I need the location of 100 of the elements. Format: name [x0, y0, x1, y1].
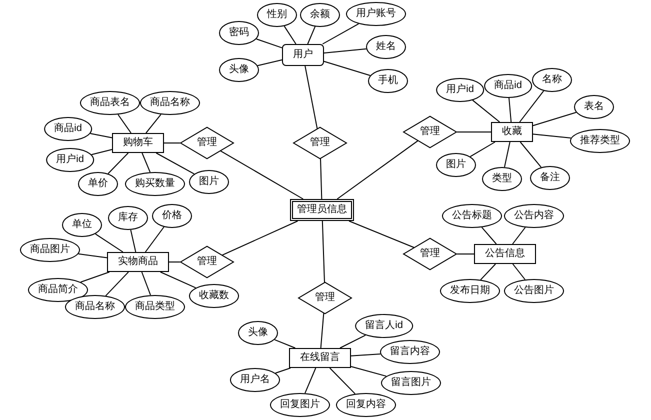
connector-line [512, 264, 526, 280]
connector-line [304, 368, 316, 394]
attribute-ellipse: 密码 [219, 21, 259, 45]
connector-line [156, 152, 195, 174]
connector-line [519, 90, 544, 122]
entity-box: 管理员信息 [290, 199, 354, 221]
attribute-ellipse: 公告标题 [442, 204, 502, 228]
relationship-diamond: 管理 [403, 116, 457, 148]
connector-line [320, 312, 324, 348]
relationship-diamond: 管理 [403, 238, 457, 270]
relationship-diamond: 管理 [180, 127, 234, 159]
connector-line [508, 98, 512, 122]
connector-line [141, 272, 151, 296]
relationship-diamond: 管理 [293, 127, 347, 159]
attribute-ellipse: 留言图片 [381, 371, 441, 395]
attribute-ellipse: 留言人id [355, 314, 413, 338]
connector-line [320, 158, 322, 200]
connector-line [322, 220, 325, 283]
attribute-ellipse: 库存 [108, 206, 148, 230]
connector-line [164, 142, 180, 144]
connector-line [90, 133, 112, 138]
attribute-ellipse: 商品类型 [125, 295, 185, 319]
entity-box: 在线留言 [289, 348, 351, 368]
connector-line [146, 114, 162, 134]
connector-line [307, 26, 316, 44]
attribute-ellipse: 用户id [436, 78, 484, 102]
connector-line [336, 140, 418, 200]
attribute-ellipse: 类型 [482, 167, 522, 191]
attribute-ellipse: 单价 [78, 172, 118, 196]
relationship-diamond: 管理 [298, 282, 352, 314]
attribute-ellipse: 回复内容 [336, 393, 396, 417]
connector-line [222, 220, 298, 256]
connector-line [304, 66, 318, 130]
attribute-ellipse: 商品名称 [140, 91, 200, 115]
connector-line [94, 233, 124, 252]
connector-line [274, 368, 291, 374]
connector-line [350, 354, 381, 356]
attribute-ellipse: 商品id [44, 117, 92, 141]
attribute-ellipse: 价格 [152, 204, 192, 228]
entity-box: 收藏 [491, 122, 533, 142]
connector-line [284, 26, 296, 44]
connector-line [481, 226, 497, 244]
connector-line [322, 23, 360, 44]
connector-line [472, 100, 500, 122]
attribute-ellipse: 商品图片 [20, 238, 80, 262]
connector-line [274, 339, 296, 348]
entity-box: 用户 [282, 44, 324, 66]
connector-line [220, 150, 304, 200]
connector-line [78, 253, 108, 258]
attribute-ellipse: 购买数量 [125, 172, 185, 196]
attribute-ellipse: 商品id [484, 74, 532, 98]
attribute-ellipse: 收藏数 [189, 284, 239, 308]
connector-line [329, 368, 356, 394]
connector-line [91, 149, 112, 156]
connector-line [340, 334, 366, 348]
attribute-ellipse: 发布日期 [440, 279, 500, 303]
attribute-ellipse: 图片 [189, 170, 229, 194]
entity-box: 购物车 [112, 133, 164, 153]
attribute-ellipse: 商品名称 [65, 295, 125, 319]
connector-line [512, 227, 526, 244]
connector-line [470, 142, 496, 158]
connector-line [160, 272, 196, 288]
connector-line [257, 59, 282, 66]
attribute-ellipse: 公告图片 [504, 279, 564, 303]
connector-line [480, 264, 496, 280]
attribute-ellipse: 性别 [257, 3, 297, 27]
attribute-ellipse: 图片 [436, 153, 476, 177]
attribute-ellipse: 余额 [300, 3, 340, 27]
attribute-ellipse: 用户id [46, 148, 94, 172]
attribute-ellipse: 留言内容 [380, 340, 440, 364]
connector-line [504, 142, 510, 168]
connector-line [118, 114, 132, 134]
connector-line [144, 226, 164, 252]
connector-line [532, 112, 577, 126]
connector-line [532, 134, 572, 138]
connector-line [350, 366, 387, 377]
connector-line [348, 220, 414, 248]
attribute-ellipse: 用户账号 [346, 2, 406, 26]
attribute-ellipse: 姓名 [366, 35, 406, 59]
attribute-ellipse: 商品表名 [80, 91, 140, 115]
attribute-ellipse: 备注 [530, 166, 570, 190]
connector-line [520, 142, 542, 168]
connector-line [80, 272, 110, 283]
attribute-ellipse: 表名 [574, 95, 614, 119]
attribute-ellipse: 回复图片 [270, 393, 330, 417]
attribute-ellipse: 头像 [238, 321, 278, 345]
entity-box: 公告信息 [474, 244, 536, 264]
connector-line [142, 152, 151, 173]
attribute-ellipse: 头像 [219, 58, 259, 82]
connector-line [256, 38, 282, 48]
connector-line [324, 60, 371, 76]
attribute-ellipse: 商品简介 [28, 278, 88, 302]
attribute-ellipse: 手机 [368, 69, 408, 93]
entity-box: 实物商品 [107, 252, 169, 272]
attribute-ellipse: 名称 [532, 68, 572, 92]
connector-line [105, 272, 129, 296]
attribute-ellipse: 推荐类型 [570, 129, 630, 153]
attribute-ellipse: 用户名 [230, 368, 280, 392]
connector-line [130, 229, 136, 252]
relationship-diamond: 管理 [180, 246, 234, 278]
